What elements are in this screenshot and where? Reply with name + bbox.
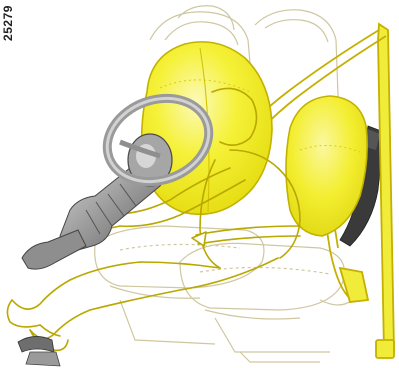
pedal-icon — [18, 336, 60, 366]
reference-code: 25279 — [1, 1, 15, 45]
